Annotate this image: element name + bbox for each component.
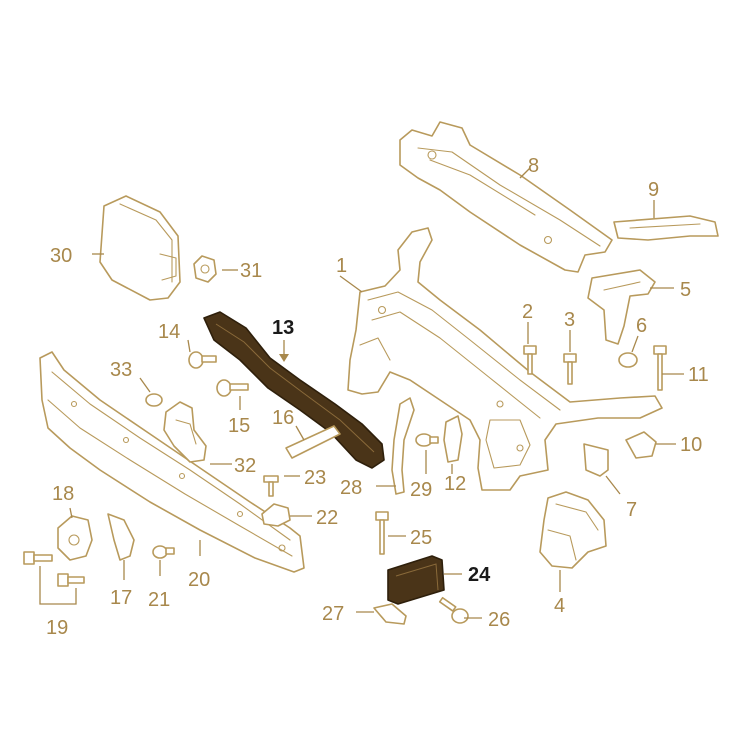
part-22-clip (261, 503, 291, 527)
callout-3: 3 (564, 309, 575, 331)
bolt-2 (523, 345, 537, 375)
callout-11: 11 (688, 364, 709, 386)
part-7-bracket (583, 443, 609, 477)
bolt-25 (375, 511, 389, 555)
part-10-clip (625, 431, 657, 459)
bolt-29 (415, 433, 439, 447)
callout-20: 20 (188, 569, 210, 591)
callout-8: 8 (528, 155, 539, 177)
callout-16: 16 (272, 407, 294, 429)
part-20-bumper-beam (39, 351, 305, 573)
callout-12: 12 (444, 473, 466, 495)
callout-21: 21 (148, 589, 170, 611)
bolt-19b (57, 573, 85, 587)
callout-31: 31 (240, 260, 262, 282)
bolt-19a (23, 551, 53, 565)
clip-6 (618, 352, 638, 368)
bolt-23 (263, 475, 279, 497)
part-1-radiator-support (347, 227, 663, 491)
callout-7: 7 (626, 499, 637, 521)
part-27-strap (373, 603, 407, 625)
part-31-nut (193, 255, 217, 283)
bolt-3 (563, 353, 577, 385)
callout-17: 17 (110, 587, 132, 609)
part-18-bracket (57, 515, 93, 561)
callout-29: 29 (410, 479, 432, 501)
callout-27: 27 (322, 603, 344, 625)
callout-24: 24 (468, 564, 491, 586)
callout-1: 1 (336, 255, 347, 277)
part-4-bracket (539, 491, 607, 569)
callout-32: 32 (234, 455, 256, 477)
callout-9: 9 (648, 179, 659, 201)
part-8-upper-beam (399, 121, 613, 273)
callouts: 30 31 13 14 33 15 16 32 23 22 28 29 12 1… (46, 155, 709, 639)
part-13-reinforcement-highlighted (203, 311, 385, 469)
callout-28: 28 (340, 477, 362, 499)
part-16-rod (285, 425, 341, 459)
callout-33: 33 (110, 359, 132, 381)
callout-10: 10 (680, 434, 702, 456)
callout-15: 15 (228, 415, 250, 437)
callout-30: 30 (50, 245, 72, 267)
bolt-26 (438, 596, 469, 624)
part-5-bracket (587, 269, 656, 345)
bolt-33 (145, 393, 163, 407)
callout-5: 5 (680, 279, 691, 301)
fasteners (23, 345, 667, 624)
part-9-bracket (613, 215, 719, 241)
bolt-15 (216, 379, 249, 397)
callout-23: 23 (304, 467, 326, 489)
callout-14: 14 (158, 321, 180, 343)
callout-4: 4 (554, 595, 565, 617)
callout-22: 22 (316, 507, 338, 529)
bolt-11 (653, 345, 667, 391)
bolt-14 (188, 351, 217, 369)
callout-25: 25 (410, 527, 432, 549)
callout-13: 13 (272, 317, 294, 339)
part-30-module (99, 195, 181, 301)
part-17-bracket (107, 513, 135, 561)
part-32-bracket (163, 401, 207, 463)
part-24-plate-highlighted (387, 555, 445, 605)
callout-19: 19 (46, 617, 68, 639)
callout-18: 18 (52, 483, 74, 505)
callout-6: 6 (636, 315, 647, 337)
callout-2: 2 (522, 301, 533, 323)
part-28-rod (391, 397, 415, 495)
leader-lines (39, 167, 684, 619)
bolt-21 (152, 545, 175, 559)
part-12-clip (443, 415, 463, 463)
callout-26: 26 (488, 609, 510, 631)
